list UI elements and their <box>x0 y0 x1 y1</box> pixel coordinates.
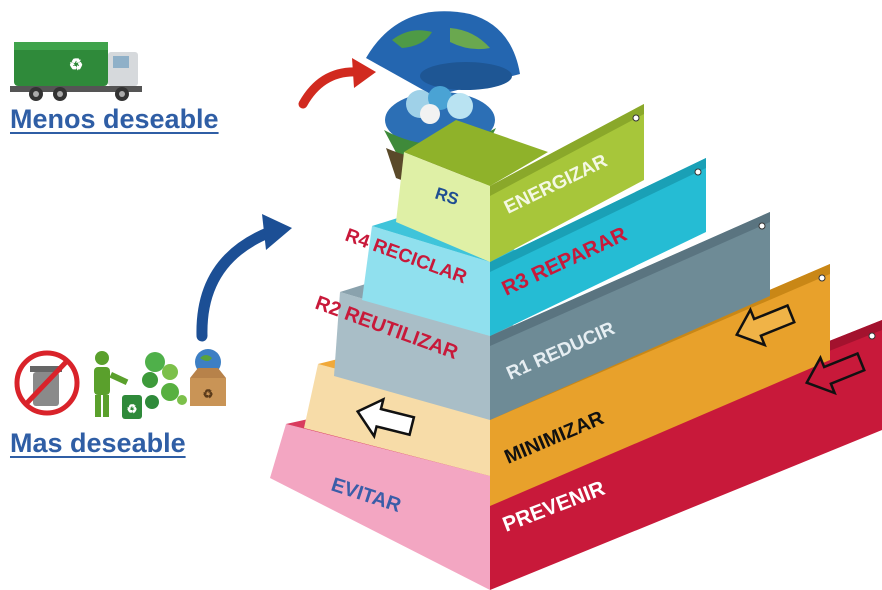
svg-text:♻: ♻ <box>69 57 83 74</box>
level-evitar-face <box>270 424 490 590</box>
block-arrow-icon <box>804 351 866 396</box>
level-rs-left <box>396 152 490 262</box>
curved-arrow-red-icon <box>298 58 376 109</box>
level-reciclar-left <box>362 226 490 336</box>
no-trash-icon <box>14 350 80 416</box>
person-recycling-icon: ♻ <box>94 351 142 419</box>
recycling-plants-icon <box>142 352 179 409</box>
level-prevenir-band <box>490 320 882 590</box>
caption-menos-deseable: Menos deseable <box>10 104 219 134</box>
svg-text:♻: ♻ <box>203 387 214 401</box>
curved-arrow-blue-icon <box>196 214 292 342</box>
garbage-truck-icon: ♻ <box>10 42 142 101</box>
svg-text:♻: ♻ <box>127 402 138 416</box>
level-reutilizar-left <box>334 292 490 420</box>
block-arrow-icon <box>734 303 796 348</box>
level-rs-top <box>404 120 548 186</box>
caption-mas-deseable: Mas deseable <box>10 428 186 458</box>
level-energizar-band <box>490 104 644 262</box>
eco-box-icon: ♻ <box>177 349 226 406</box>
block-arrow-icon <box>355 397 416 440</box>
level-reparar-band <box>490 158 706 336</box>
level-reducir-band <box>490 212 770 420</box>
